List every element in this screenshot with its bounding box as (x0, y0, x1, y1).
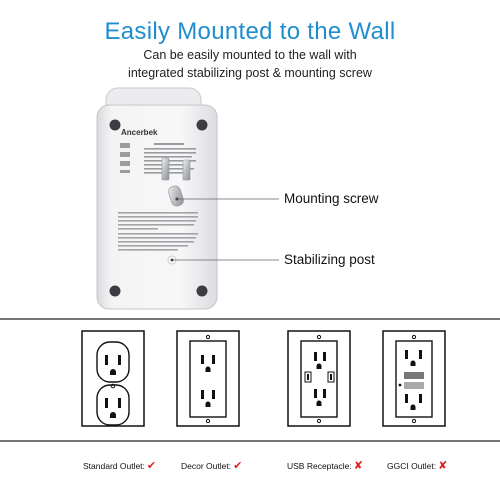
gfci-outlet-icon (382, 330, 446, 427)
standard-outlet-icon (81, 330, 145, 427)
subtitle-line-2: integrated stabilizing post & mounting s… (128, 66, 372, 80)
brand-label: Ancerbek (121, 128, 158, 137)
check-icon: ✔ (233, 460, 243, 472)
mounting-screw-callout: Mounting screw (284, 191, 379, 206)
caption-label: Standard Outlet: (83, 461, 145, 471)
caption-usb-receptacle: USB Receptacle:✘ (287, 459, 363, 472)
caption-decor-outlet: Decor Outlet:✔ (181, 459, 242, 472)
caption-standard-outlet: Standard Outlet:✔ (83, 459, 156, 472)
usb-receptacle-icon (287, 330, 351, 427)
screw-hole-icon (109, 285, 121, 297)
stabilizing-post-callout: Stabilizing post (284, 252, 375, 267)
caption-gfci-outlet: GGCI Outlet:✘ (387, 459, 447, 472)
power-strip-back-view (96, 87, 279, 310)
screw-hole-icon (196, 285, 208, 297)
subtitle-line-1: Can be easily mounted to the wall with (143, 48, 357, 62)
caption-label: Decor Outlet: (181, 461, 232, 471)
caption-label: USB Receptacle: (287, 461, 352, 471)
decor-outlet-icon (176, 330, 240, 427)
plug-prongs (161, 157, 191, 207)
screw-hole-icon (196, 119, 208, 131)
screw-hole-icon (109, 119, 121, 131)
warning-label (118, 212, 198, 251)
cross-icon: ✘ (438, 460, 448, 472)
check-icon: ✔ (146, 460, 157, 472)
caption-label: GGCI Outlet: (387, 461, 437, 471)
page-title: Easily Mounted to the Wall (104, 18, 396, 45)
cross-icon: ✘ (353, 460, 363, 472)
